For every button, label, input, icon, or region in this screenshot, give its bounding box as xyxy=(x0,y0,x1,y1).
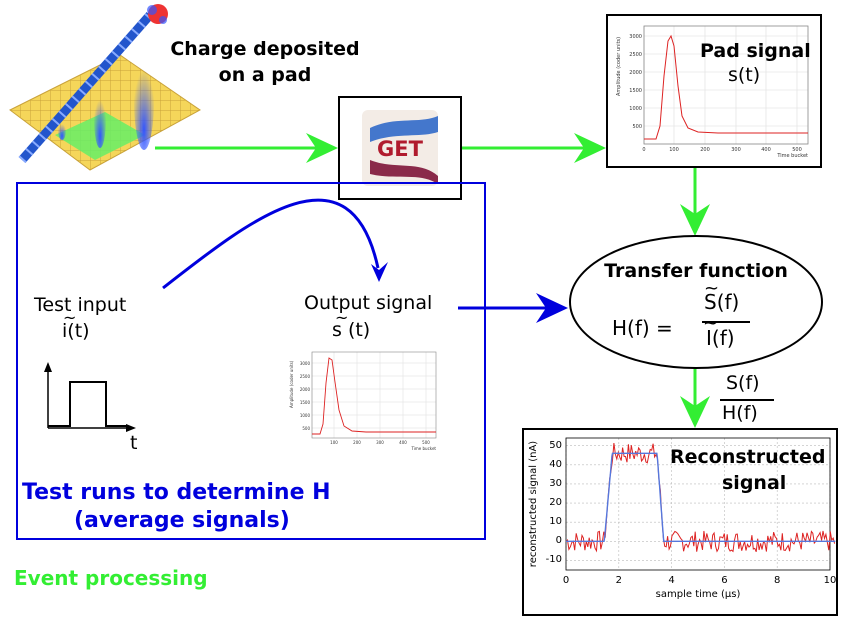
test-runs-caption-2: (average signals) xyxy=(74,508,290,533)
reconstructed-ylabel: reconstructed signal (nA) xyxy=(528,441,539,568)
svg-text:300: 300 xyxy=(731,147,741,153)
svg-text:3000: 3000 xyxy=(629,34,642,40)
svg-text:2: 2 xyxy=(616,575,622,586)
svg-text:500: 500 xyxy=(632,124,642,130)
reconstructed-title-2: signal xyxy=(722,472,787,494)
pad-signal-plot: 500 1000 1500 2000 2500 3000 0 100 200 3… xyxy=(616,25,809,159)
charge-spike xyxy=(58,120,66,140)
get-logo-text: GET xyxy=(377,137,424,161)
transfer-num: S(f) xyxy=(704,290,740,314)
reconstructed-plot: 50 40 30 20 10 0 -10 0 2 4 6 8 10 sample… xyxy=(528,437,836,600)
svg-text:200: 200 xyxy=(353,440,361,445)
arrow-input-to-output xyxy=(162,198,380,290)
pad-signal-title: Pad signal xyxy=(700,40,811,62)
pad-signal-trace xyxy=(644,34,808,140)
svg-text:2500: 2500 xyxy=(629,52,642,58)
svg-text:1000: 1000 xyxy=(300,413,311,418)
test-pulse-plot xyxy=(44,362,136,432)
transfer-tilde-num: ~ xyxy=(704,278,720,299)
svg-text:4: 4 xyxy=(668,575,674,586)
svg-text:0: 0 xyxy=(642,147,645,153)
output-tilde: ~ xyxy=(335,308,349,327)
svg-text:2000: 2000 xyxy=(300,387,311,392)
reconstructed-xlabel: sample time (µs) xyxy=(656,589,741,600)
output-mini-plot: 500 1000 1500 2000 2500 3000 100 200 300… xyxy=(289,351,436,451)
test-input-formula: i(t) xyxy=(62,320,90,342)
charge-deposited-label: Charge deposited on a pad xyxy=(170,38,360,86)
charge-spike xyxy=(134,50,154,150)
get-logo: GET xyxy=(362,110,438,186)
pad-signal-xlabel: Time bucket xyxy=(776,153,808,159)
transfer-tilde-den: ~ xyxy=(703,313,719,334)
event-processing-label: Event processing xyxy=(14,566,208,590)
svg-text:100: 100 xyxy=(669,147,679,153)
svg-text:-10: -10 xyxy=(546,554,562,565)
test-pulse xyxy=(48,381,126,427)
svg-text:50: 50 xyxy=(549,440,562,451)
svg-text:0: 0 xyxy=(556,535,562,546)
ratio-bar xyxy=(720,399,774,401)
transfer-function-title: Transfer function xyxy=(604,260,788,282)
svg-text:300: 300 xyxy=(376,440,384,445)
output-mini-trace xyxy=(312,357,436,435)
charge-spike xyxy=(94,88,106,148)
pad-signal-formula: s(t) xyxy=(728,64,761,86)
svg-text:500: 500 xyxy=(792,147,802,153)
svg-text:30: 30 xyxy=(549,478,562,489)
svg-text:2500: 2500 xyxy=(300,374,311,379)
pad-plane-illustration xyxy=(9,4,201,171)
transfer-function-lhs: H(f) = xyxy=(612,316,673,340)
svg-text:3000: 3000 xyxy=(300,361,311,366)
ratio-den: H(f) xyxy=(722,402,758,424)
svg-text:2000: 2000 xyxy=(629,70,642,76)
transfer-den: I(f) xyxy=(706,326,735,350)
svg-text:1500: 1500 xyxy=(629,88,642,94)
svg-text:1000: 1000 xyxy=(629,106,642,112)
svg-text:500: 500 xyxy=(422,440,430,445)
test-runs-caption-1: Test runs to determine H xyxy=(22,480,331,505)
reconstructed-box: 50 40 30 20 10 0 -10 0 2 4 6 8 10 sample… xyxy=(522,428,838,616)
output-signal-label: Output signal xyxy=(304,292,433,314)
reconstructed-title-1: Reconstructed xyxy=(670,446,826,468)
svg-text:6: 6 xyxy=(721,575,727,586)
svg-text:200: 200 xyxy=(700,147,710,153)
svg-text:400: 400 xyxy=(399,440,407,445)
output-signal-formula: s (t) xyxy=(332,319,371,341)
time-axis-label: t xyxy=(130,432,138,454)
transfer-function-ellipse xyxy=(569,235,823,369)
svg-text:10: 10 xyxy=(824,575,836,586)
svg-text:20: 20 xyxy=(549,497,562,508)
svg-text:500: 500 xyxy=(302,426,310,431)
output-mini-xlabel: Time bucket xyxy=(410,446,436,451)
svg-text:100: 100 xyxy=(330,440,338,445)
svg-text:8: 8 xyxy=(774,575,780,586)
transfer-fraction-bar xyxy=(702,321,750,323)
pad-signal-box: 500 1000 1500 2000 2500 3000 0 100 200 3… xyxy=(606,14,822,168)
svg-text:40: 40 xyxy=(549,459,562,470)
svg-text:10: 10 xyxy=(549,516,562,527)
test-input-label: Test input xyxy=(34,294,127,316)
test-input-tilde: ~ xyxy=(63,308,77,327)
svg-text:400: 400 xyxy=(761,147,771,153)
reconstructed-fit xyxy=(566,452,836,542)
pad-signal-ylabel: Amplitude (coder units) xyxy=(616,37,622,96)
output-mini-ylabel: Amplitude (coder units) xyxy=(289,360,294,408)
ratio-num: S(f) xyxy=(726,372,760,394)
svg-text:0: 0 xyxy=(563,575,569,586)
svg-text:1500: 1500 xyxy=(300,400,311,405)
test-runs-box xyxy=(16,182,486,540)
